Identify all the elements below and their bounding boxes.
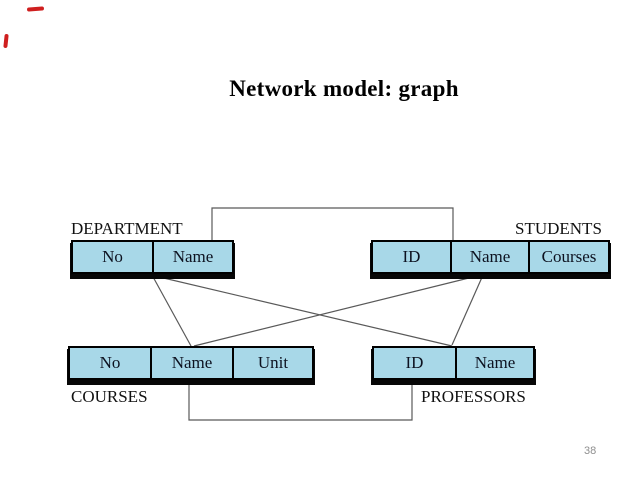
page-number: 38 — [584, 445, 597, 457]
entity-label-students: STUDENTS — [515, 219, 602, 238]
field-cell-department-no: No — [73, 242, 152, 272]
field-cell-students-courses: Courses — [528, 242, 608, 272]
entity-table-professors: ID Name — [372, 346, 535, 380]
entity-label-department: DEPARTMENT — [71, 219, 183, 238]
entity-table-department: No Name — [71, 240, 234, 274]
entity-label-courses: COURSES — [71, 387, 148, 406]
field-cell-students-id: ID — [373, 242, 450, 272]
connector-courses-professors — [188, 379, 413, 421]
field-cell-courses-no: No — [70, 348, 150, 378]
connector-department-students — [211, 207, 454, 241]
slide-title: Network model: graph — [229, 76, 459, 101]
field-cell-professors-id: ID — [374, 348, 455, 378]
connector-department-professors — [154, 275, 453, 347]
field-cell-courses-name: Name — [150, 348, 232, 378]
entity-table-courses: No Name Unit — [68, 346, 314, 380]
field-cell-courses-unit: Unit — [232, 348, 312, 378]
connector-department-courses — [151, 274, 192, 347]
field-cell-department-name: Name — [152, 242, 232, 272]
connector-students-courses — [193, 274, 482, 347]
field-cell-students-name: Name — [450, 242, 528, 272]
field-cell-professors-name: Name — [455, 348, 533, 378]
entity-table-students: ID Name Courses — [371, 240, 610, 274]
connector-students-professors — [451, 274, 484, 346]
entity-label-professors: PROFESSORS — [421, 387, 526, 406]
